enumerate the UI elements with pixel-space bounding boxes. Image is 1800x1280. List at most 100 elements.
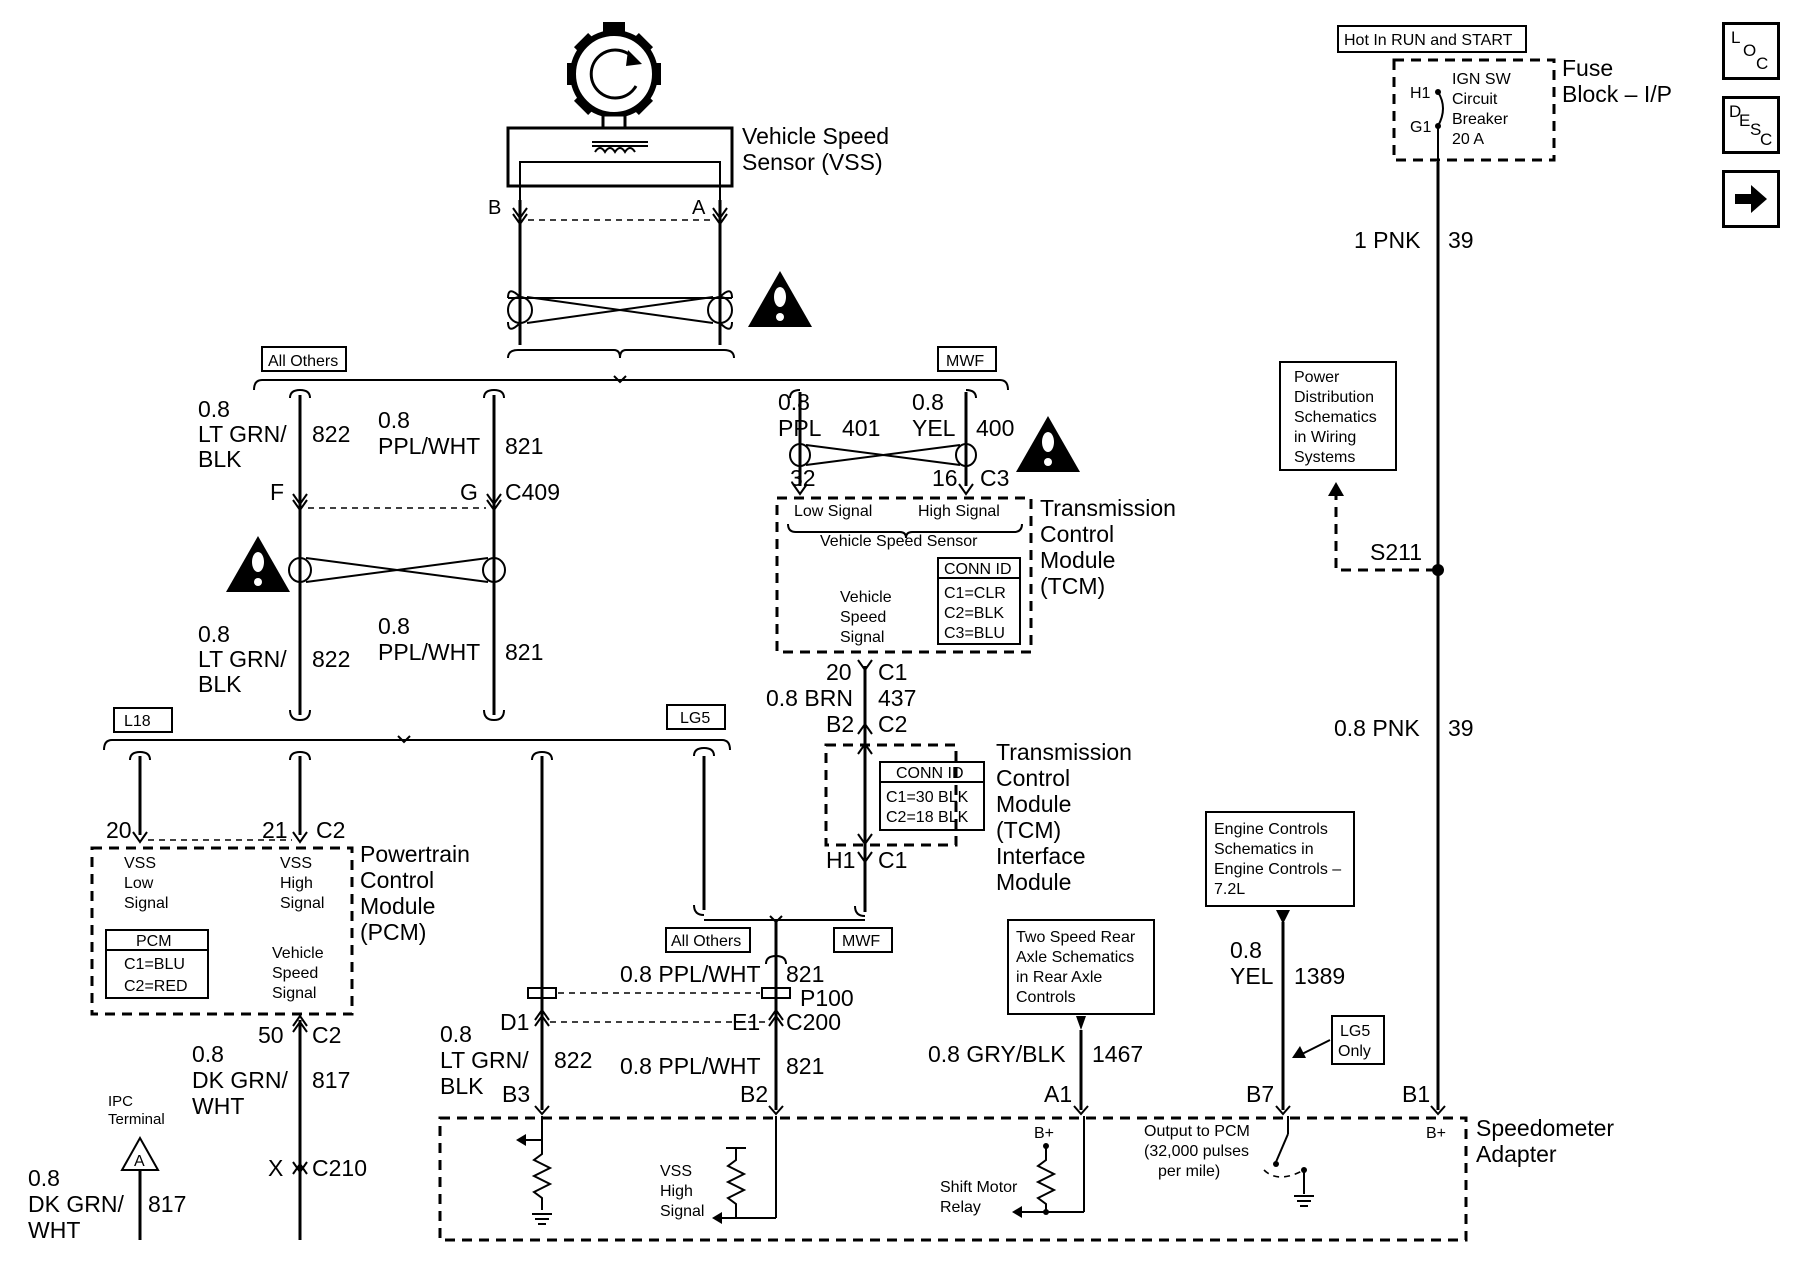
conn-c409: C409 bbox=[505, 479, 560, 505]
w822-color-1: LT GRN/ bbox=[198, 421, 287, 447]
power-ref-2: Distribution bbox=[1294, 389, 1374, 406]
w39b-gauge-color: 0.8 PNK bbox=[1334, 715, 1420, 741]
w401-circuit: 401 bbox=[842, 415, 880, 441]
gear-icon bbox=[567, 22, 661, 130]
conn-c200: C200 bbox=[786, 1009, 841, 1035]
w400-gauge: 0.8 bbox=[912, 389, 944, 415]
axle-ref-2: Axle Schematics bbox=[1016, 949, 1134, 966]
w821-gauge: 0.8 bbox=[378, 407, 410, 433]
desc-letter-c: C bbox=[1760, 130, 1773, 149]
w822b-color-1-upper: LT GRN/ bbox=[198, 646, 287, 672]
w1467-circuit: 1467 bbox=[1092, 1041, 1143, 1067]
w400-color: YEL bbox=[912, 415, 956, 441]
pcm-pin-21: 21 bbox=[262, 817, 288, 843]
pcm-conn-c2-b: C2 bbox=[312, 1022, 341, 1048]
speedo-output-3: per mile) bbox=[1158, 1163, 1220, 1180]
option-lg5: LG5 bbox=[680, 710, 710, 727]
power-ref-3: Schematics bbox=[1294, 409, 1377, 426]
tcm-if-conn-c1: C1=30 BLK bbox=[886, 789, 969, 806]
speedo-output-2: (32,000 pulses bbox=[1144, 1143, 1249, 1160]
tcm-conn-id: CONN ID bbox=[944, 561, 1012, 578]
w817-color-1: DK GRN/ bbox=[192, 1067, 288, 1093]
hot-in-run-start: Hot In RUN and START bbox=[1344, 32, 1513, 49]
w817-color-2: WHT bbox=[192, 1093, 244, 1119]
tcm-if-title-5: Interface bbox=[996, 843, 1086, 869]
option-l18: L18 bbox=[124, 713, 151, 730]
w822b-gauge: 0.8 bbox=[440, 1021, 472, 1047]
vss-pin-b: B bbox=[488, 197, 501, 219]
tcm-conn-c2: C2 bbox=[878, 711, 907, 737]
speedo-vss-high-2: High bbox=[660, 1183, 693, 1200]
conn-e1: E1 bbox=[732, 1009, 760, 1035]
fuse-label-1: IGN SW bbox=[1452, 71, 1512, 88]
fuse-block-title-2: Block – I/P bbox=[1562, 81, 1672, 107]
fuse-pin-h1: H1 bbox=[1410, 85, 1431, 102]
tcm-conn-c3: C3 bbox=[980, 465, 1009, 491]
tcm-if-conn-c2: C2=18 BLK bbox=[886, 809, 969, 826]
tcm-if-title-4: (TCM) bbox=[996, 817, 1061, 843]
fuse-block-title-1: Fuse bbox=[1562, 55, 1613, 81]
tcm-if-title-3: Module bbox=[996, 791, 1071, 817]
lg5-only-1: LG5 bbox=[1340, 1023, 1370, 1040]
w401-gauge: 0.8 bbox=[778, 389, 810, 415]
next-page-button[interactable] bbox=[1722, 170, 1780, 228]
pcm-signal-3: Signal bbox=[272, 985, 316, 1002]
axle-ref-1: Two Speed Rear bbox=[1016, 929, 1136, 946]
desc-letter-e: E bbox=[1739, 111, 1751, 130]
pin-a1: A1 bbox=[1044, 1081, 1072, 1107]
power-ref-4: in Wiring bbox=[1294, 429, 1356, 446]
w822b-color-2: BLK bbox=[440, 1073, 484, 1099]
fuse-label-3: Breaker bbox=[1452, 111, 1509, 128]
pcm-title-4: (PCM) bbox=[360, 919, 426, 945]
fuse-pin-g1: G1 bbox=[1410, 119, 1431, 136]
conn-p100: P100 bbox=[800, 985, 854, 1011]
w817-circuit: 817 bbox=[312, 1067, 350, 1093]
tcm-if-title-2: Control bbox=[996, 765, 1070, 791]
axle-ref-4: Controls bbox=[1016, 989, 1076, 1006]
w821-circuit: 821 bbox=[505, 433, 543, 459]
speedo-bplus-1: B+ bbox=[1034, 1125, 1054, 1142]
w1389-color: YEL bbox=[1230, 963, 1274, 989]
w821-p100-circuit: 821 bbox=[786, 961, 824, 987]
w1467-label: 0.8 GRY/BLK bbox=[928, 1041, 1066, 1067]
vss-pin-a: A bbox=[692, 197, 706, 219]
vss-sensor: Vehicle Speed Sensor (VSS) B A bbox=[488, 22, 889, 219]
pcm-pin-50: 50 bbox=[258, 1022, 284, 1048]
tcm-title-2: Control bbox=[1040, 521, 1114, 547]
description-button[interactable]: D E S C bbox=[1722, 96, 1780, 154]
tcm-low-signal: Low Signal bbox=[794, 503, 872, 520]
speedo-output-1: Output to PCM bbox=[1144, 1123, 1250, 1140]
pcm-vss-low-3: Signal bbox=[124, 895, 168, 912]
w39-circuit: 39 bbox=[1448, 227, 1474, 253]
tcm-title-1: Transmission bbox=[1040, 495, 1176, 521]
tcm-if-conn-id: CONN ID bbox=[896, 765, 964, 782]
engine-ref-4: 7.2L bbox=[1214, 881, 1245, 898]
w821-ppl-wht: 0.8 PPL/WHT bbox=[620, 961, 761, 987]
location-button[interactable]: L O C bbox=[1722, 22, 1780, 80]
w817-gauge: 0.8 bbox=[192, 1041, 224, 1067]
w401-color: PPL bbox=[778, 415, 822, 441]
conn-c210: C210 bbox=[312, 1155, 367, 1181]
tcm-conn-c2: C2=BLK bbox=[944, 605, 1004, 622]
w437-label: 0.8 BRN bbox=[766, 685, 853, 711]
w821b-circuit-upper: 821 bbox=[505, 639, 543, 665]
desc-letter-s: S bbox=[1750, 120, 1762, 139]
w39b-circuit: 39 bbox=[1448, 715, 1474, 741]
engine-ref-3: Engine Controls – bbox=[1214, 861, 1341, 878]
tcm-title-4: (TCM) bbox=[1040, 573, 1105, 599]
pcm-vss-high-2: High bbox=[280, 875, 313, 892]
power-ref-5: Systems bbox=[1294, 449, 1355, 466]
vss-title-line2: Sensor (VSS) bbox=[742, 149, 883, 175]
w437-circuit: 437 bbox=[878, 685, 916, 711]
w822b-gauge-upper: 0.8 bbox=[198, 621, 230, 647]
conn-d1: D1 bbox=[500, 1009, 529, 1035]
fuse-label-2: Circuit bbox=[1452, 91, 1498, 108]
w817b-color-2: WHT bbox=[28, 1217, 80, 1243]
engine-ref-1: Engine Controls bbox=[1214, 821, 1328, 838]
pin-b3: B3 bbox=[502, 1081, 530, 1107]
w817b-circuit: 817 bbox=[148, 1191, 186, 1217]
tcm-signal-1: Vehicle bbox=[840, 589, 892, 606]
pcm-title-1: Powertrain bbox=[360, 841, 470, 867]
tcm-pin-16: 16 bbox=[932, 465, 958, 491]
